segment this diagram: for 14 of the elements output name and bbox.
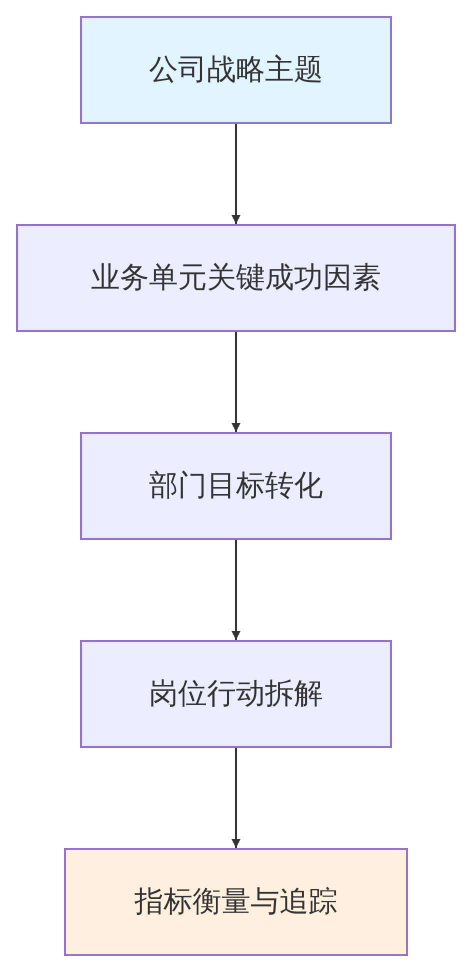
arrow	[232, 748, 240, 848]
box-label: 指标衡量与追踪	[134, 883, 338, 920]
box-label: 岗位行动拆解	[149, 675, 323, 712]
arrow	[232, 124, 240, 224]
box-label: 部门目标转化	[149, 467, 323, 504]
arrow	[232, 332, 240, 432]
process-box	[64, 848, 408, 956]
process-box	[80, 640, 392, 748]
process-box	[16, 224, 456, 332]
process-box	[80, 432, 392, 540]
box-label: 业务单元关键成功因素	[91, 259, 381, 296]
arrow	[232, 540, 240, 640]
process-box	[80, 16, 392, 124]
box-label: 公司战略主题	[149, 51, 323, 88]
